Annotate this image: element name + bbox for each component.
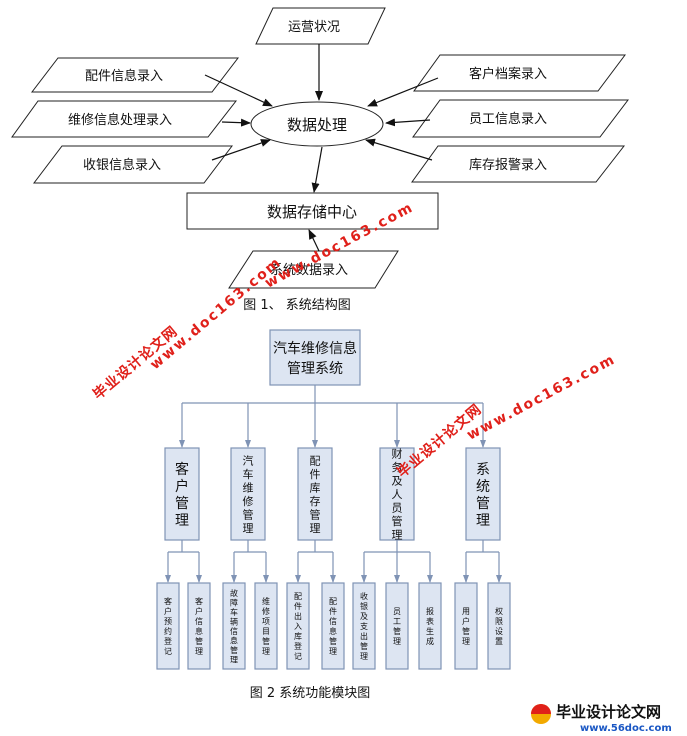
submodule-node: 故障车辆信息管理 — [222, 552, 246, 670]
submodule-node: 用户管理 — [454, 552, 478, 670]
right-input-label-2: 员工信息录入 — [469, 111, 547, 127]
submodule-box — [187, 582, 211, 670]
input-parallelogram-top: 运营状况 — [255, 7, 386, 45]
arrow-center-to-storage — [311, 146, 323, 193]
submodule-label: 维修项目管理 — [262, 596, 270, 656]
submodule-box — [321, 582, 345, 670]
right-input-label-3: 库存报警录入 — [469, 157, 547, 173]
bottom-input-label: 系统数据录入 — [270, 263, 348, 278]
submodule-label: 收银及支出管理 — [360, 591, 368, 661]
flow-arrows — [204, 44, 439, 252]
input-parallelogram-left-3: 收银信息录入 — [32, 145, 234, 184]
submodule-node: 客户预约登记 — [156, 552, 180, 670]
input-parallelogram-left-2: 维修信息处理录入 — [11, 100, 238, 138]
submodule-node: 报表生成 — [418, 552, 442, 670]
figure2-caption: 图 2 系统功能模块图 — [250, 686, 371, 701]
root-node: 汽车维修信息 管理系统 — [269, 329, 361, 386]
logo-text: 毕业设计论文网 — [556, 703, 661, 721]
root-label-line-1: 汽车维修信息 — [273, 340, 357, 357]
submodule-box — [385, 582, 409, 670]
submodule-node: 客户信息管理 — [187, 552, 211, 670]
module-label: 系统管理 — [476, 462, 490, 529]
submodule-node: 维修项目管理 — [254, 552, 278, 670]
submodule-box — [286, 582, 310, 670]
input-parallelogram-right-3: 库存报警录入 — [411, 145, 626, 183]
submodule-label: 权限设置 — [495, 606, 503, 646]
submodule-node: 权限设置 — [487, 552, 511, 670]
submodule-label: 配件出入库登记 — [294, 592, 302, 661]
input-parallelogram-bottom: 系统数据录入 — [228, 250, 399, 289]
submodule-label: 用户管理 — [462, 607, 470, 646]
submodule-box — [222, 582, 246, 670]
submodule-label: 客户预约登记 — [164, 596, 172, 656]
arrow-right-2 — [385, 118, 431, 127]
submodule-box — [418, 582, 442, 670]
module-label: 配件库存管理 — [310, 454, 321, 535]
module-label: 汽车维修管理 — [243, 453, 254, 535]
logo-url: www.56doc.com — [580, 723, 672, 734]
system-structure-diagram: 运营状况 配件信息录入 维修信息处理录入 收银信息录入 客户档案录入 员工信息录… — [11, 7, 630, 313]
submodule-box — [487, 582, 511, 670]
left-input-label-3: 收银信息录入 — [83, 157, 161, 173]
corner-logo: 毕业设计论文网 www.56doc.com — [531, 703, 672, 734]
figure1-caption: 图 1、 系统结构图 — [243, 298, 351, 313]
submodule-label: 报表生成 — [426, 606, 434, 646]
submodule-label: 客户信息管理 — [195, 596, 203, 656]
submodule-label: 故障车辆信息管理 — [230, 588, 238, 665]
arrow-bottom-to-storage — [308, 229, 320, 252]
left-input-label-1: 配件信息录入 — [85, 68, 163, 84]
arrow-left-1 — [204, 74, 273, 107]
center-label: 数据处理 — [287, 116, 347, 134]
input-parallelogram-right-1: 客户档案录入 — [413, 54, 626, 92]
storage-label: 数据存储中心 — [267, 203, 357, 221]
module-box — [465, 447, 501, 541]
root-label-line-2: 管理系统 — [287, 361, 343, 377]
input-parallelogram-left-1: 配件信息录入 — [30, 57, 240, 93]
submodule-node: 收银及支出管理 — [352, 552, 376, 670]
submodule-box — [156, 582, 180, 670]
module-box — [230, 447, 266, 541]
submodule-label: 配件信息管理 — [329, 597, 337, 656]
submodule-box — [454, 582, 478, 670]
arrow-left-2 — [221, 118, 251, 127]
submodule-box — [254, 582, 278, 670]
module-label: 财务及人员管理 — [392, 447, 403, 542]
arrow-right-1 — [367, 77, 439, 107]
submodule-node: 配件信息管理 — [321, 552, 345, 670]
submodule-node: 配件出入库登记 — [286, 552, 310, 670]
top-input-label: 运营状况 — [288, 20, 340, 35]
module-box — [164, 447, 200, 541]
storage-node: 数据存储中心 — [186, 192, 439, 230]
submodule-label: 员工管理 — [393, 607, 401, 646]
submodule-box — [352, 582, 376, 670]
module-box — [379, 447, 415, 541]
data-processing-node: 数据处理 — [250, 101, 384, 147]
arrow-right-3 — [365, 138, 433, 161]
input-parallelogram-right-2: 员工信息录入 — [412, 99, 630, 138]
submodule-node: 员工管理 — [385, 552, 409, 670]
right-input-label-1: 客户档案录入 — [469, 66, 547, 82]
module-label: 客户管理 — [175, 461, 189, 529]
watermark-url-3: www.doc163.com — [464, 351, 618, 443]
left-input-label-2: 维修信息处理录入 — [68, 112, 172, 128]
arrow-left-3 — [211, 139, 271, 161]
watermark-url-2: www.doc163.com — [147, 254, 285, 373]
